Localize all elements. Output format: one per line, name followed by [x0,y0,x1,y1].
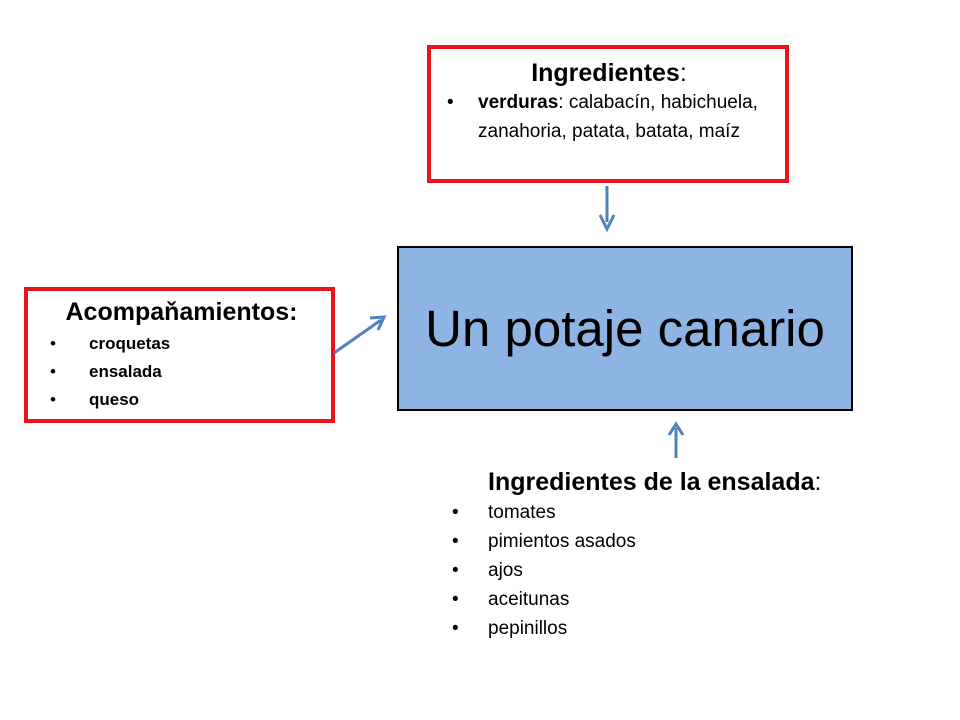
accompaniments-item: •croquetas [42,330,321,358]
arrow-diagonal-icon [333,315,387,355]
bullet-icon: • [452,531,459,552]
bullet-icon: • [452,589,459,610]
accompaniments-item: •ensalada [42,358,321,386]
salad-item: •aceitunas [450,585,910,614]
salad-item: •tomates [450,498,910,527]
ingredients-item-term: verduras [478,92,559,113]
bullet-icon: • [452,560,459,581]
salad-list: •tomates •pimientos asados •ajos •aceitu… [450,498,910,643]
center-box: Un potaje canario [397,246,853,411]
ingredients-list: • verduras: calabacín, habichuela, zanah… [445,88,773,146]
ingredients-item-text: : calabacín, habichuela, zanahoria, pata… [478,92,758,142]
accompaniments-box: Acompaňamientos: •croquetas •ensalada •q… [24,287,335,423]
bullet-icon: • [50,334,56,353]
ingredients-box: Ingredientes: • verduras: calabacín, hab… [427,45,789,183]
accompaniments-heading: Acompaňamientos: [65,298,298,326]
salad-section: Ingredientes de la ensalada: •tomates •p… [450,466,910,643]
bullet-icon: • [447,92,454,113]
salad-item: •pimientos asados [450,527,910,556]
ingredients-heading: Ingredientes: [531,59,687,87]
bullet-icon: • [50,390,56,409]
accompaniments-list: •croquetas •ensalada •queso [42,330,321,414]
arrow-down-icon [598,186,616,233]
bullet-icon: • [50,362,56,381]
salad-item: •ajos [450,556,910,585]
bullet-icon: • [452,618,459,639]
accompaniments-item: •queso [42,386,321,414]
arrow-up-icon [667,421,685,458]
ingredients-item-vegetables: • verduras: calabacín, habichuela, zanah… [445,88,773,146]
salad-heading: Ingredientes de la ensalada: [488,468,822,496]
center-title: Un potaje canario [425,299,825,357]
salad-item: •pepinillos [450,614,910,643]
bullet-icon: • [452,502,459,523]
